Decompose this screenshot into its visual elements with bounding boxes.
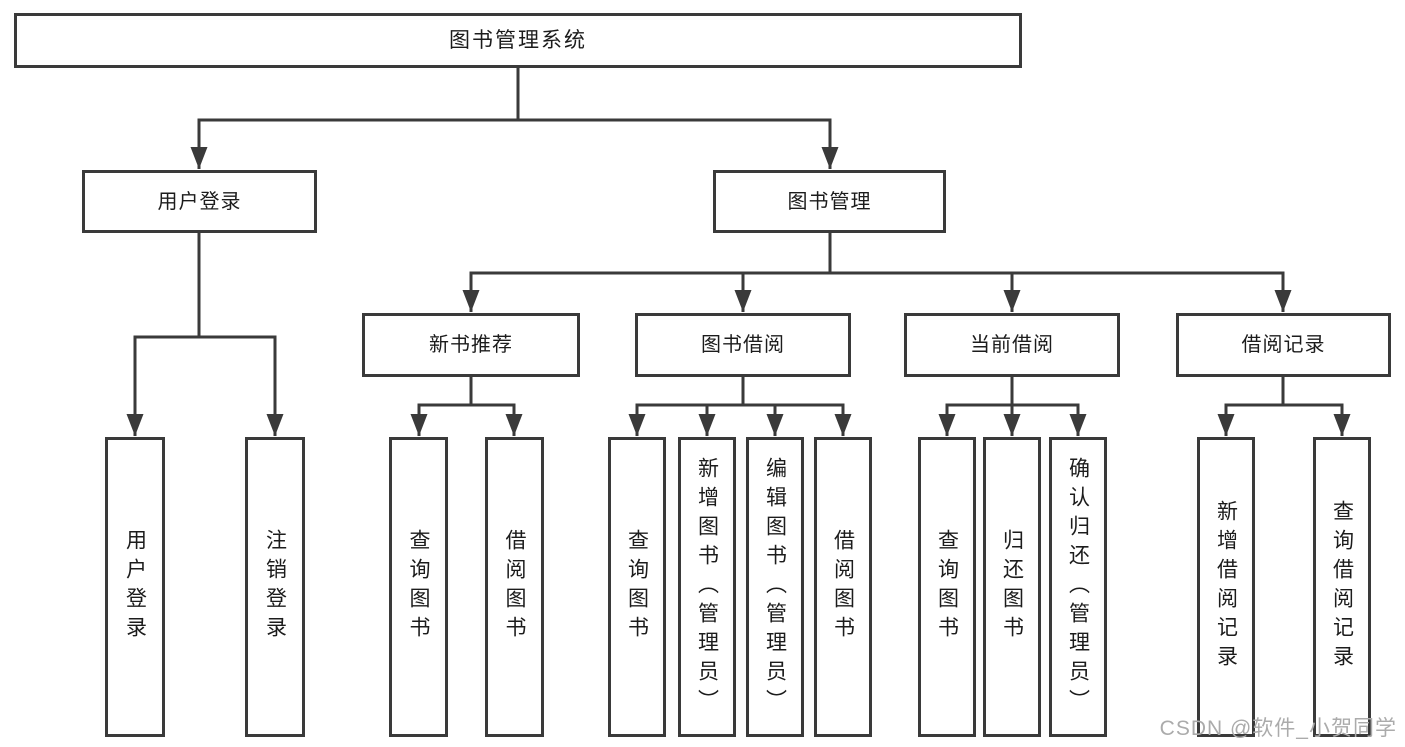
leaf-borrow-books-recommend-label: 借阅图书	[503, 529, 526, 645]
node-book-borrowing: 图书借阅	[635, 313, 851, 377]
leaf-borrow-books-recommend: 借阅图书	[485, 437, 544, 737]
node-borrow-records: 借阅记录	[1176, 313, 1391, 377]
leaf-query-borrow-record-label: 查询借阅记录	[1330, 500, 1354, 674]
leaf-query-books-recommend: 查询图书	[389, 437, 448, 737]
leaf-edit-book-admin-label: 编辑图书（管理员）	[763, 456, 787, 718]
node-book-borrowing-label: 图书借阅	[701, 334, 785, 356]
leaf-query-borrow-record: 查询借阅记录	[1313, 437, 1371, 737]
leaf-borrow-books-borrowing: 借阅图书	[814, 437, 872, 737]
leaf-add-borrow-record-label: 新增借阅记录	[1214, 500, 1238, 674]
node-library-system-label: 图书管理系统	[449, 29, 587, 52]
node-user-login-label: 用户登录	[157, 190, 242, 213]
leaf-logout-label: 注销登录	[263, 529, 287, 645]
leaf-confirm-return-admin-label: 确认归还（管理员）	[1066, 456, 1090, 718]
leaf-user-login-label: 用户登录	[123, 529, 147, 645]
connector-lines	[133, 68, 1344, 436]
node-new-book-recommend-label: 新书推荐	[429, 334, 513, 356]
leaf-return-books-label: 归还图书	[1000, 529, 1024, 645]
leaf-user-login: 用户登录	[105, 437, 165, 737]
leaf-query-books-recommend-label: 查询图书	[407, 529, 430, 645]
leaf-return-books: 归还图书	[983, 437, 1041, 737]
node-library-system: 图书管理系统	[14, 13, 1022, 68]
leaf-confirm-return-admin: 确认归还（管理员）	[1049, 437, 1107, 737]
leaf-query-books-borrowing-label: 查询图书	[625, 529, 649, 645]
node-borrow-records-label: 借阅记录	[1241, 334, 1326, 356]
node-book-management: 图书管理	[713, 170, 946, 233]
leaf-add-borrow-record: 新增借阅记录	[1197, 437, 1255, 737]
leaf-query-books-current-label: 查询图书	[935, 529, 959, 645]
leaf-borrow-books-borrowing-label: 借阅图书	[831, 529, 855, 645]
leaf-edit-book-admin: 编辑图书（管理员）	[746, 437, 804, 737]
node-new-book-recommend: 新书推荐	[362, 313, 580, 377]
watermark: CSDN @软件_小贺同学	[1159, 717, 1397, 740]
leaf-add-book-admin-label: 新增图书（管理员）	[695, 456, 719, 718]
arrowhead-icons	[126, 147, 1351, 436]
node-current-borrowing-label: 当前借阅	[970, 334, 1054, 356]
node-current-borrowing: 当前借阅	[904, 313, 1120, 377]
leaf-add-book-admin: 新增图书（管理员）	[678, 437, 736, 737]
leaf-query-books-borrowing: 查询图书	[608, 437, 666, 737]
leaf-query-books-current: 查询图书	[918, 437, 976, 737]
node-user-login: 用户登录	[82, 170, 317, 233]
node-book-management-label: 图书管理	[787, 190, 872, 213]
leaf-logout: 注销登录	[245, 437, 305, 737]
